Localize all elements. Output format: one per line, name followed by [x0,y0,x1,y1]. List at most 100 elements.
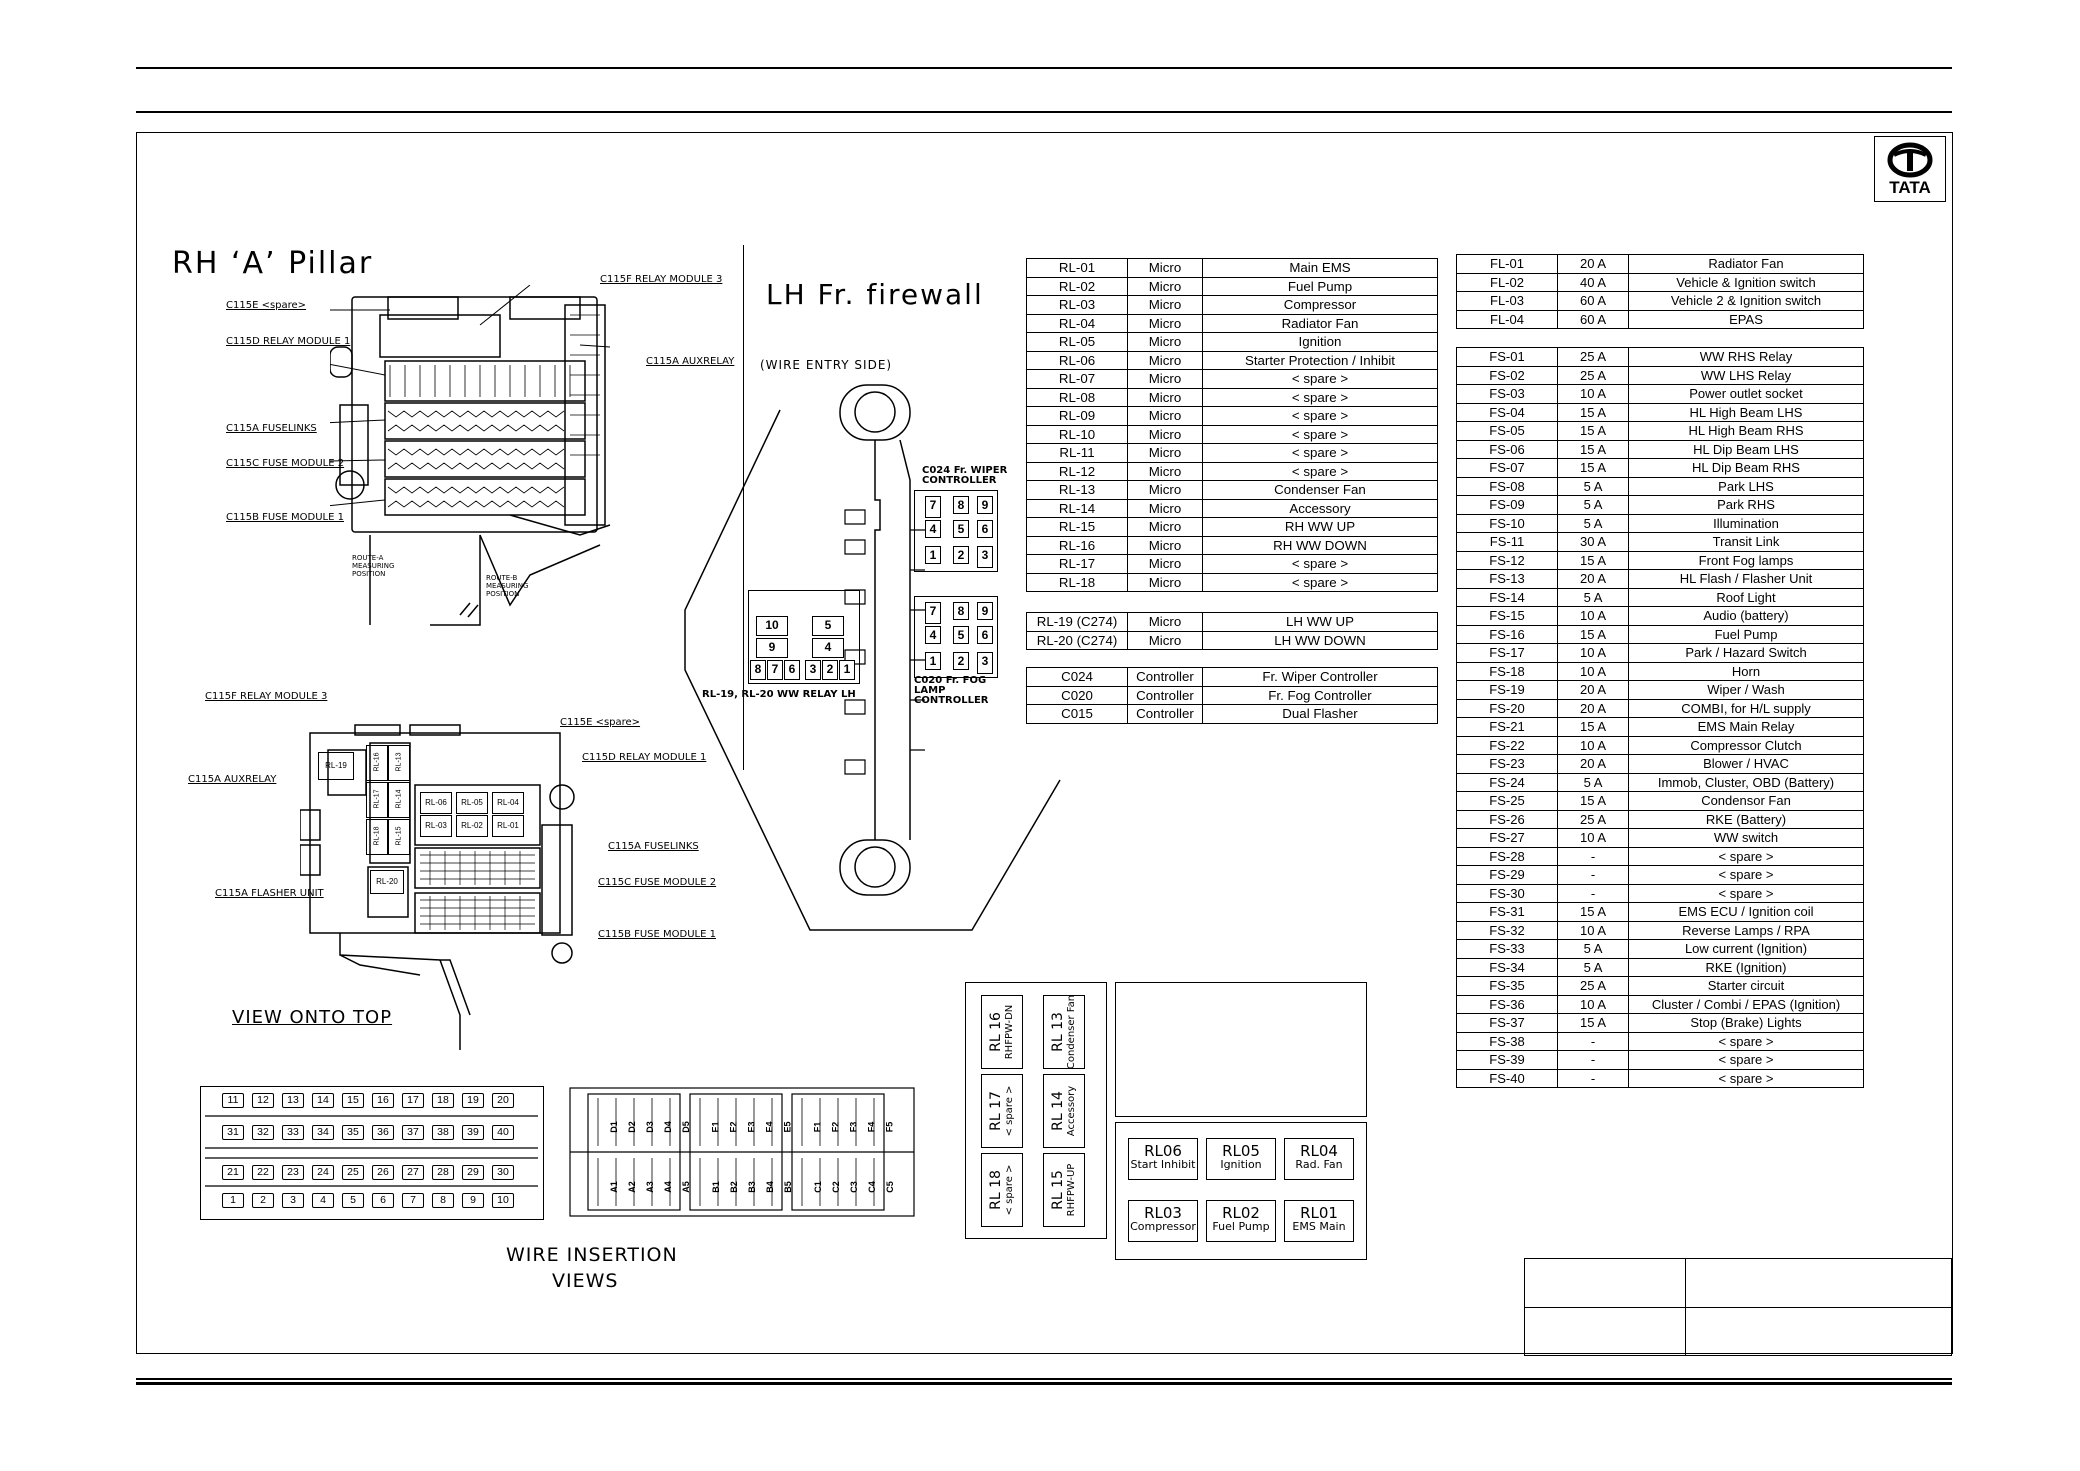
fuselink-table-cell: Vehicle 2 & Ignition switch [1628,291,1864,311]
relay-table-cell: < spare > [1202,572,1438,592]
ww-pin-1: 1 [839,660,855,680]
fuse-table-cell: FS-24 [1456,772,1558,792]
controller-table-cell: Fr. Wiper Controller [1202,667,1438,687]
fuse-table-cell: 10 A [1557,920,1629,940]
pin-6: 6 [372,1193,394,1208]
pillar-label-c115d: C115D RELAY MODULE 1 [226,336,351,347]
relay-table-cell: RL-01 [1026,258,1128,278]
c024-pin-4: 4 [925,520,941,538]
fuse-table-cell: HL Dip Beam RHS [1628,458,1864,478]
controller-table-cell: C015 [1026,704,1128,724]
relay-table-cell: RL-07 [1026,369,1128,389]
fuse-table-cell: EMS Main Relay [1628,717,1864,737]
ww-pin-5: 5 [812,616,844,636]
fuse-table-cell: FS-35 [1456,976,1558,996]
fuse-table-cell: 15 A [1557,458,1629,478]
fuse-table-cell: FS-19 [1456,680,1558,700]
fuse-table-cell: Low current (Ignition) [1628,939,1864,959]
pin-f2: F2 [830,1121,841,1133]
pin-1: 1 [222,1193,244,1208]
relay-table-cell: RH WW UP [1202,517,1438,537]
c024-pin-8: 8 [953,496,969,514]
fuse-table-cell: Park RHS [1628,495,1864,515]
c024-pin-5: 5 [953,520,969,538]
fuse-table-cell: HL Dip Beam LHS [1628,439,1864,459]
relay-table-cell: RL-14 [1026,498,1128,518]
relay-table-cell: RL-08 [1026,387,1128,407]
fuse-table-cell: FS-29 [1456,865,1558,885]
c020-label: C020 Fr. FOG LAMP CONTROLLER [914,675,989,706]
fuselink-table-cell: FL-02 [1456,272,1558,292]
pin-c4: C4 [866,1181,877,1193]
relay-table-cell: Starter Protection / Inhibit [1202,350,1438,370]
pin-7: 7 [402,1193,424,1208]
fuse-table-cell: - [1557,1050,1629,1070]
ww-pin-2: 2 [822,660,838,680]
c024-pin-6: 6 [977,520,993,538]
pillar-label-c115b: C115B FUSE MODULE 1 [226,512,344,523]
fuse-table-cell: 5 A [1557,772,1629,792]
fuse-table-cell: EMS ECU / Ignition coil [1628,902,1864,922]
relay-rl06-id: RL06 [1144,1142,1182,1160]
top-relay-rl18-label: RL-18 [373,826,381,846]
pin-39: 39 [462,1125,484,1140]
fuse-table-cell: FS-37 [1456,1013,1558,1033]
pin-31: 31 [222,1125,244,1140]
top-relay-rl04: RL-04 [492,792,524,814]
relay-table-cell: Ignition [1202,332,1438,352]
relay-table-cell: Accessory [1202,498,1438,518]
pin-3: 3 [282,1193,304,1208]
fuselink-table-cell: 20 A [1557,254,1629,274]
fuse-table-row: FS-39-< spare > [1456,1050,1864,1070]
c024-pin-7: 7 [925,496,941,518]
fuselink-table-cell: Radiator Fan [1628,254,1864,274]
fuse-table-cell: Illumination [1628,513,1864,533]
relay-table-cell: Micro [1127,535,1203,555]
relay-table-cell: RL-16 [1026,535,1128,555]
fuse-table-cell: < spare > [1628,883,1864,903]
pin-c5: C5 [884,1181,895,1193]
relay-rl01-id: RL01 [1300,1204,1338,1222]
top-label-c115c: C115C FUSE MODULE 2 [598,877,717,888]
fuse-table-cell: Park LHS [1628,476,1864,496]
fuse-table-cell: Transit Link [1628,532,1864,552]
c020-pin-5: 5 [953,626,969,644]
relay-table-cell: Micro [1127,295,1203,315]
top-label-c115a-fuselinks: C115A FUSELINKS [608,841,699,852]
fuse-table-cell: Cluster / Combi / EPAS (Ignition) [1628,994,1864,1014]
fuse-table-cell: - [1557,1068,1629,1088]
fuse-table-cell: RKE (Battery) [1628,809,1864,829]
fuse-table-cell: 5 A [1557,476,1629,496]
controller-table-cell: Controller [1127,704,1203,724]
fuse-table-cell: FS-05 [1456,421,1558,441]
pin-c3: C3 [848,1181,859,1193]
top-relay-rl18: RL-18 [366,819,388,855]
pin-a2: A2 [626,1181,637,1193]
fuse-table-cell: 5 A [1557,957,1629,977]
pin-15: 15 [342,1093,364,1108]
footer-rule-2 [136,1382,1952,1385]
tata-emblem-icon [1887,142,1933,178]
pin-21: 21 [222,1165,244,1180]
spare-area-box [1115,982,1367,1117]
fuse-table-cell: 15 A [1557,717,1629,737]
fuse-table-cell: WW switch [1628,828,1864,848]
fuse-table-cell: 15 A [1557,791,1629,811]
